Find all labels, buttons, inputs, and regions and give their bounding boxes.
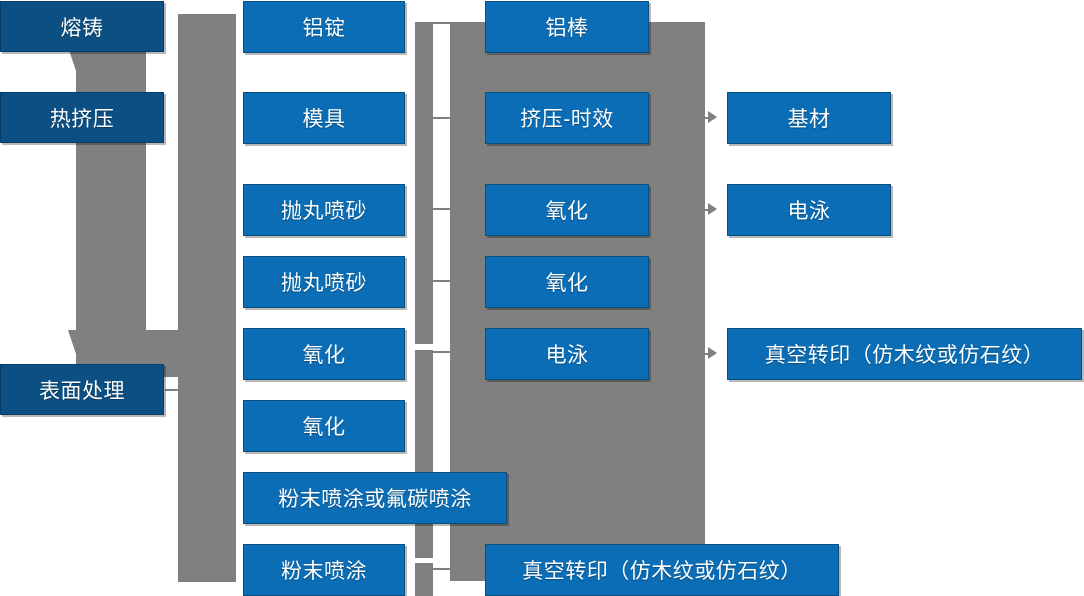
process-box-mold[interactable]: 模具 — [243, 92, 405, 144]
treatment-label: 真空转印（仿木纹或仿石纹） — [522, 560, 802, 583]
stem-mid-5 — [433, 351, 455, 353]
arrow-to-process-5 — [220, 343, 234, 365]
connector-mid-bar-lower — [415, 350, 433, 558]
arrow-to-process-4 — [220, 271, 234, 293]
treatment-label: 氧化 — [545, 200, 589, 223]
process-box-powder-coating[interactable]: 粉末喷涂 — [243, 544, 405, 596]
process-box-aluminum-ingot[interactable]: 铝锭 — [243, 1, 405, 53]
treatment-box-oxidation-2[interactable]: 氧化 — [485, 256, 649, 308]
output-box-electrophoresis[interactable]: 电泳 — [727, 184, 891, 236]
treatment-label: 铝棒 — [545, 17, 589, 40]
treatment-label: 挤压-时效 — [520, 108, 614, 131]
treatment-box-aluminum-rod[interactable]: 铝棒 — [485, 1, 649, 53]
stage-label: 热挤压 — [49, 107, 115, 131]
process-label: 氧化 — [302, 344, 346, 367]
output-label: 电泳 — [787, 200, 831, 223]
process-box-powder-or-fluorocarbon-coating[interactable]: 粉末喷涂或氟碳喷涂 — [243, 472, 507, 524]
connector-mid-bar-upper — [415, 22, 433, 344]
stage-box-surface-treatment[interactable]: 表面处理 — [0, 364, 164, 415]
process-box-oxidation-1[interactable]: 氧化 — [243, 328, 405, 380]
arrow-to-process-6 — [220, 415, 234, 437]
treatment-label: 电泳 — [545, 344, 589, 367]
process-label: 粉末喷涂或氟碳喷涂 — [278, 488, 472, 511]
arrow-to-process-1 — [220, 16, 234, 38]
process-box-oxidation-2[interactable]: 氧化 — [243, 400, 405, 452]
stem-surface-treatment — [165, 389, 191, 391]
stem-mid-3 — [433, 208, 455, 210]
arrow-to-output-1 — [708, 111, 717, 123]
output-label: 基材 — [787, 108, 831, 131]
treatment-box-electrophoresis[interactable]: 电泳 — [485, 328, 649, 380]
stem-mid-4 — [433, 280, 455, 282]
stem-mid-1 — [433, 22, 455, 24]
arrow-to-process-7 — [220, 487, 234, 509]
output-label: 真空转印（仿木纹或仿石纹） — [764, 344, 1045, 367]
treatment-label: 氧化 — [545, 272, 589, 295]
process-label: 铝锭 — [302, 17, 346, 40]
arrow-to-process-8 — [220, 559, 234, 581]
arrow-to-output-3 — [708, 347, 717, 359]
process-label: 粉末喷涂 — [281, 560, 367, 583]
output-box-base-material[interactable]: 基材 — [727, 92, 891, 144]
process-label: 模具 — [302, 108, 346, 131]
stage-box-hot-extrusion[interactable]: 热挤压 — [0, 92, 164, 143]
treatment-box-vacuum-transfer-printing[interactable]: 真空转印（仿木纹或仿石纹） — [485, 544, 839, 596]
process-box-shot-blasting-1[interactable]: 抛丸喷砂 — [243, 184, 405, 236]
stage-box-melting-casting[interactable]: 熔铸 — [0, 1, 164, 52]
stage-label: 熔铸 — [60, 16, 104, 40]
process-label: 抛丸喷砂 — [281, 272, 367, 295]
process-label: 氧化 — [302, 416, 346, 439]
arrow-to-process-2 — [220, 107, 234, 129]
stem-mid-2 — [433, 117, 455, 119]
output-box-vacuum-transfer-printing[interactable]: 真空转印（仿木纹或仿石纹） — [727, 328, 1082, 380]
treatment-box-oxidation-1[interactable]: 氧化 — [485, 184, 649, 236]
stem-mid-6 — [433, 568, 455, 570]
connector-mid-bar-tail — [415, 563, 433, 596]
process-box-shot-blasting-2[interactable]: 抛丸喷砂 — [243, 256, 405, 308]
treatment-box-extrusion-aging[interactable]: 挤压-时效 — [485, 92, 649, 144]
stage-label: 表面处理 — [39, 379, 125, 403]
process-label: 抛丸喷砂 — [281, 200, 367, 223]
arrow-to-output-2 — [708, 203, 717, 215]
arrow-to-process-3 — [220, 199, 234, 221]
